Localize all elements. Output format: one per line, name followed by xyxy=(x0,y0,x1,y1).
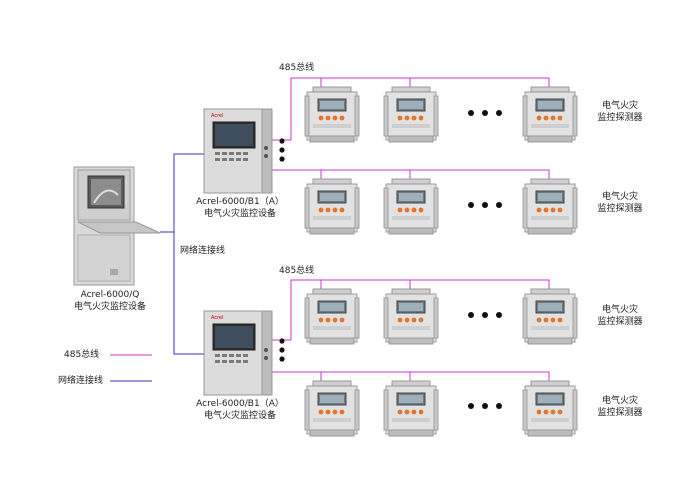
network-label: 网络连接线 xyxy=(180,246,226,256)
detector-more-dots xyxy=(468,110,502,409)
legend-label-bus: 485总线 xyxy=(64,350,100,360)
network-line-upper xyxy=(160,153,204,233)
svg-text:Acrel: Acrel xyxy=(211,315,224,321)
workstation-console xyxy=(73,166,161,286)
detector-module xyxy=(304,86,360,143)
detector-module xyxy=(383,178,439,235)
detector-label-4b: 监控探测器 xyxy=(597,408,643,418)
detector-label-2a: 电气火灾 xyxy=(601,192,638,202)
detector-module xyxy=(304,380,360,437)
controller-more-dots xyxy=(279,138,285,362)
controller-1-cabinet: Acrel xyxy=(203,108,273,194)
detector-module xyxy=(383,288,439,345)
detector-module xyxy=(383,86,439,143)
bus-line-group2-row2 xyxy=(271,371,550,384)
detector-module xyxy=(522,178,578,235)
detector-label-1b: 监控探测器 xyxy=(597,113,643,123)
workstation-model: Acrel-6000/Q xyxy=(80,290,140,300)
legend-label-network: 网络连接线 xyxy=(58,376,104,386)
detector-module xyxy=(522,288,578,345)
detector-module xyxy=(522,86,578,143)
controller-1-name: 电气火灾监控设备 xyxy=(203,209,276,219)
detector-module xyxy=(304,288,360,345)
detector-label-3b: 监控探测器 xyxy=(597,317,643,327)
controller-2-cabinet: Acrel xyxy=(203,310,273,396)
controller-2-name: 电气火灾监控设备 xyxy=(203,411,276,421)
svg-text:Acrel: Acrel xyxy=(211,113,224,119)
detector-label-4a: 电气火灾 xyxy=(601,396,638,406)
workstation-name: 电气火灾监控设备 xyxy=(73,302,146,312)
bus-line-group1-row2 xyxy=(271,169,550,182)
detector-module xyxy=(522,380,578,437)
bus-label-group2: 485总线 xyxy=(279,266,315,276)
detector-module xyxy=(383,380,439,437)
detector-label-1a: 电气火灾 xyxy=(601,101,638,111)
controller-1-model: Acrel-6000/B1（A） xyxy=(196,197,284,207)
detector-label-3a: 电气火灾 xyxy=(601,305,638,315)
bus-label-group1: 485总线 xyxy=(279,63,315,73)
network-lines xyxy=(160,153,204,355)
detector-module xyxy=(304,178,360,235)
detector-label-2b: 监控探测器 xyxy=(597,204,643,214)
controller-2-model: Acrel-6000/B1（A） xyxy=(196,399,284,409)
network-line-lower xyxy=(173,232,204,355)
